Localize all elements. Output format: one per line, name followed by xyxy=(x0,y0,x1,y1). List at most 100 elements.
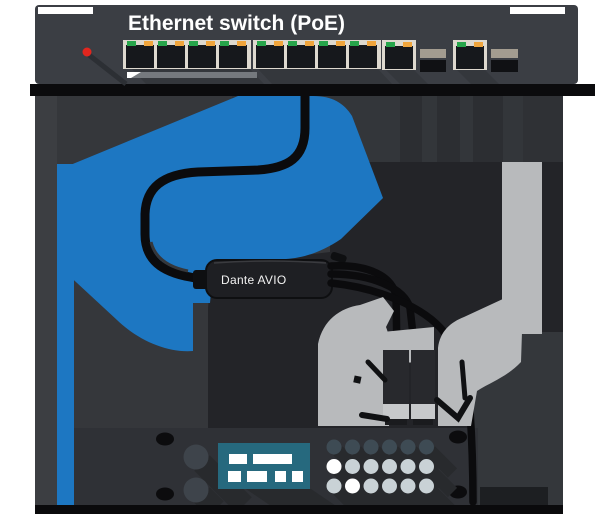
screen-segment xyxy=(292,471,303,482)
rj45-port xyxy=(219,41,247,68)
rack-button xyxy=(419,459,434,474)
port-shadow xyxy=(258,69,392,84)
rack-button xyxy=(363,478,379,494)
rack-button xyxy=(382,459,397,474)
antenna-shadow xyxy=(87,53,128,86)
rack-knob xyxy=(183,477,209,503)
rj45-port xyxy=(126,41,154,68)
rj45-port xyxy=(157,41,185,68)
button-shadow xyxy=(407,485,437,505)
label-strip-highlight xyxy=(127,72,141,78)
adapter-label: Dante AVIO xyxy=(221,273,286,287)
adapter-cable-stub xyxy=(330,251,347,263)
rack-button xyxy=(326,478,342,494)
sfp-slot-cover xyxy=(420,49,446,58)
rack-button xyxy=(345,459,360,474)
finger-accent xyxy=(459,359,468,401)
rack-button xyxy=(400,478,416,494)
button-shadow xyxy=(425,446,458,478)
rack-bottom-edge xyxy=(35,505,563,514)
dante-avio-adapter: Dante AVIO xyxy=(193,251,347,299)
divider-shadow xyxy=(30,84,595,96)
screw-hole xyxy=(156,487,174,501)
rack-ear-right xyxy=(510,7,565,14)
screen-segment xyxy=(247,471,267,482)
screw-hole xyxy=(156,432,174,446)
sfp-slot xyxy=(420,60,446,72)
xlr-plug-tip xyxy=(385,419,407,425)
xlr-plug xyxy=(411,350,435,410)
rack-button xyxy=(345,439,360,455)
rj45-port xyxy=(456,42,484,69)
button-shadow xyxy=(425,485,455,505)
rj45-port xyxy=(349,41,377,68)
button-shadow xyxy=(388,485,418,505)
sfp-slot-cover xyxy=(491,49,518,58)
button-shadow xyxy=(370,485,400,505)
rack-button xyxy=(326,459,342,474)
button-shadow xyxy=(333,485,363,505)
hand xyxy=(318,297,522,426)
port-shadow xyxy=(386,70,428,84)
status-led xyxy=(82,47,92,57)
blue-swoosh xyxy=(57,96,383,505)
xlr-plug-ring xyxy=(383,404,409,419)
rack-button xyxy=(326,439,342,455)
button-shadow xyxy=(425,465,458,498)
rack-knob xyxy=(183,444,209,470)
rack-ear-left xyxy=(38,7,93,14)
screen-segment xyxy=(229,454,247,464)
rack-button xyxy=(363,439,379,455)
ethernet-switch-panel: Ethernet switch (PoE) xyxy=(35,5,578,86)
rack-device xyxy=(35,428,563,505)
screen-shadow xyxy=(246,489,335,505)
swoosh-body xyxy=(63,96,383,352)
sfp-slot xyxy=(491,60,518,72)
rj45-port xyxy=(188,41,216,68)
rack-button xyxy=(382,439,397,455)
swoosh-tail xyxy=(57,164,74,505)
rack-button xyxy=(345,478,360,494)
screw-hole xyxy=(449,430,467,444)
xlr-plug-tip xyxy=(413,419,433,425)
rack-vent xyxy=(480,487,548,505)
label-strip xyxy=(127,72,257,78)
thumb-accent xyxy=(434,395,473,423)
hand-left xyxy=(318,297,394,426)
port-shadow xyxy=(457,70,499,84)
panel-stripe xyxy=(523,96,563,162)
rack-button xyxy=(382,478,397,494)
rack-button xyxy=(419,439,434,455)
rack-screen xyxy=(218,443,310,489)
screen-segment xyxy=(228,471,241,482)
hand-right xyxy=(438,298,522,426)
panel-stripe xyxy=(437,96,460,162)
rack-controls xyxy=(156,430,467,505)
screen-segment xyxy=(275,471,286,482)
adapter-body xyxy=(205,259,333,299)
panel-stripe xyxy=(400,96,422,162)
finger-accent xyxy=(365,359,388,383)
xlr-plug-ring xyxy=(411,404,435,419)
ethernet-cable xyxy=(140,81,310,285)
xlr-plugs xyxy=(383,350,435,425)
screen-segment xyxy=(253,454,292,464)
rj45-port xyxy=(318,41,346,68)
finger-accent xyxy=(353,375,362,384)
adapter-rim-highlight xyxy=(213,260,327,264)
cable-highlight xyxy=(149,241,189,273)
rack-button xyxy=(400,459,416,474)
rack-button xyxy=(363,459,379,474)
finger-accent xyxy=(359,412,390,422)
hand-accents xyxy=(353,359,473,423)
rack-button xyxy=(400,439,416,455)
panel-stripe xyxy=(473,96,503,162)
adapter-plug-nub xyxy=(193,270,208,289)
rj45-port xyxy=(385,42,413,69)
xlr-cable-1 xyxy=(327,262,401,356)
rack-button xyxy=(419,478,434,494)
rj45-port xyxy=(256,41,284,68)
rack-button-grid xyxy=(326,439,458,505)
